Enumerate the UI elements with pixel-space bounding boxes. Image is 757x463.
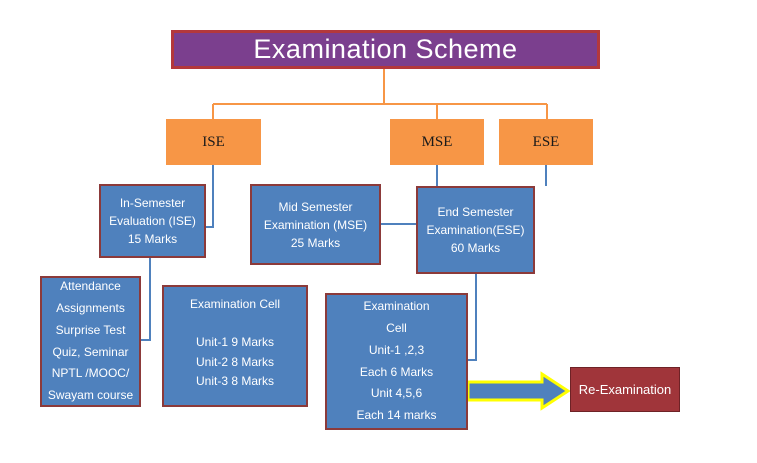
mse-label: MSE	[421, 133, 453, 150]
ise-component-item: Quiz, Seminar	[52, 344, 129, 359]
re-examination-label: Re-Examination	[578, 382, 672, 397]
mse-detail-line2: Examination (MSE)	[263, 217, 368, 232]
ise-component-item: NPTL /MOOC/	[51, 366, 130, 381]
ese-cell-line: Each 14 marks	[356, 408, 437, 423]
ise-component-item: Surprise Test	[55, 322, 126, 337]
ese-cell-line: Each 6 Marks	[359, 364, 434, 379]
ese-cell-line: Examination	[363, 299, 430, 314]
ise-component-item: Swayam course	[47, 388, 134, 403]
ese-detail-line2: Examination(ESE)	[426, 223, 525, 237]
scheme-title-text: Examination Scheme	[253, 34, 518, 64]
ise-component-item: Attendance	[60, 279, 121, 294]
mse-unit-row: Unit-2 8 Marks	[195, 354, 275, 369]
mse-unit-row: Unit-1 9 Marks	[195, 334, 275, 349]
re-examination-box: Re-Examination	[570, 367, 680, 412]
re-examination-arrow	[466, 371, 571, 411]
mse-detail-line1: Mid Semester	[278, 199, 353, 214]
ise-detail-line1: In-Semester	[119, 196, 186, 210]
mse-exam-cell-box: Examination Cell Unit-1 9 Marks Unit-2 8…	[162, 285, 308, 407]
scheme-title: Examination Scheme	[171, 30, 600, 69]
ese-node: ESE	[499, 119, 593, 165]
ise-component-item: Assignments	[56, 300, 125, 315]
ise-detail-box: In-Semester Evaluation (ISE) 15 Marks	[99, 184, 206, 258]
ese-cell-line: Unit 4,5,6	[370, 386, 423, 401]
ise-detail-marks: 15 Marks	[127, 232, 178, 246]
mse-unit-row: Unit-3 8 Marks	[195, 374, 275, 389]
ese-exam-cell-box: Examination Cell Unit-1 ,2,3 Each 6 Mark…	[325, 293, 468, 430]
ese-detail-box: End Semester Examination(ESE) 60 Marks	[416, 186, 535, 274]
ese-label: ESE	[532, 133, 560, 150]
ese-cell-line: Unit-1 ,2,3	[368, 342, 425, 357]
mse-detail-box: Mid Semester Examination (MSE) 25 Marks	[250, 184, 381, 265]
mse-node: MSE	[390, 119, 484, 165]
ise-components-box: Attendance Assignments Surprise Test Qui…	[40, 276, 141, 407]
mse-detail-marks: 25 Marks	[290, 235, 341, 250]
ese-detail-line1: End Semester	[437, 205, 514, 219]
ese-detail-marks: 60 Marks	[450, 241, 501, 255]
ese-cell-line: Cell	[386, 320, 407, 335]
ise-node: ISE	[166, 119, 261, 165]
ise-detail-line2: Evaluation (ISE)	[109, 214, 196, 228]
ise-label: ISE	[202, 133, 225, 150]
mse-exam-cell-header: Examination Cell	[189, 297, 281, 311]
